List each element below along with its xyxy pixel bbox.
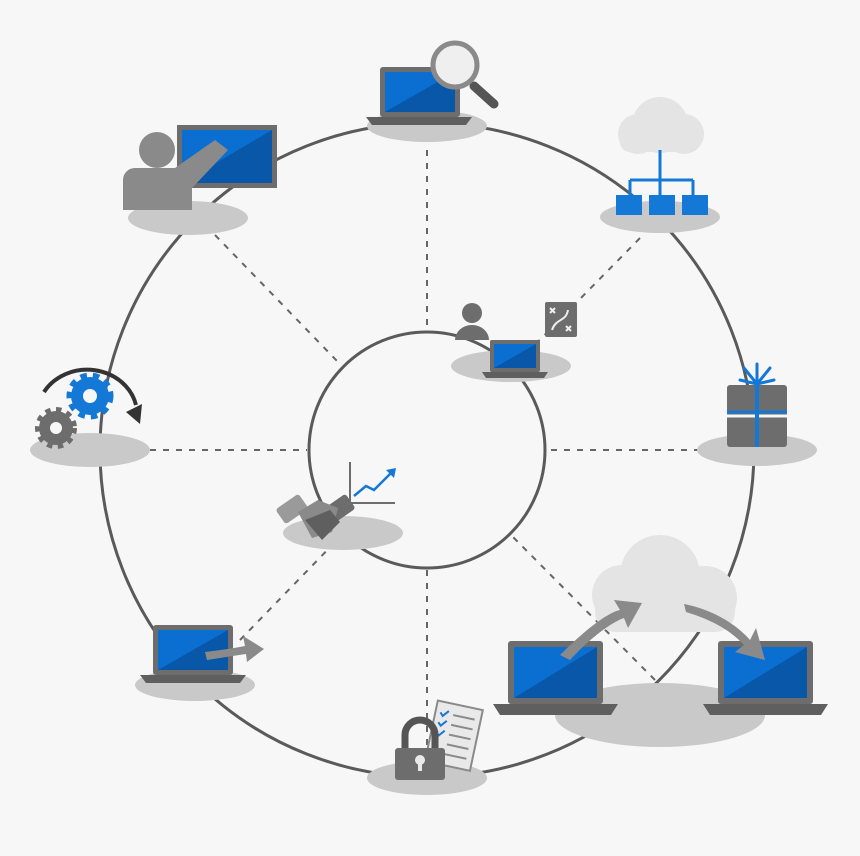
laptop-search-icon [366, 40, 499, 125]
inner-ring [307, 330, 547, 570]
cloud-network-icon [616, 97, 708, 215]
lock-document-icon [395, 699, 485, 780]
user-laptop-strategy-icon [455, 302, 577, 378]
node-gears [30, 367, 150, 467]
node-gift [697, 362, 817, 466]
node-planning [451, 302, 577, 382]
node-search [366, 40, 499, 142]
laptop-arrow-icon [140, 625, 264, 683]
node-security [367, 699, 487, 795]
node-partnership [276, 462, 403, 550]
node-cloud-migration [493, 535, 828, 747]
cloud-migration-icon [493, 535, 828, 715]
node-presentation [123, 125, 277, 235]
platform [555, 683, 765, 747]
dashed-spokes [150, 150, 700, 745]
presenter-screen-icon [123, 125, 277, 210]
handshake-growth-icon [276, 462, 396, 540]
node-cloud-network [600, 97, 720, 233]
gift-package-icon [727, 362, 787, 447]
gears-cycle-icon [35, 367, 142, 449]
platform [283, 516, 403, 550]
node-laptop-export [135, 625, 264, 701]
